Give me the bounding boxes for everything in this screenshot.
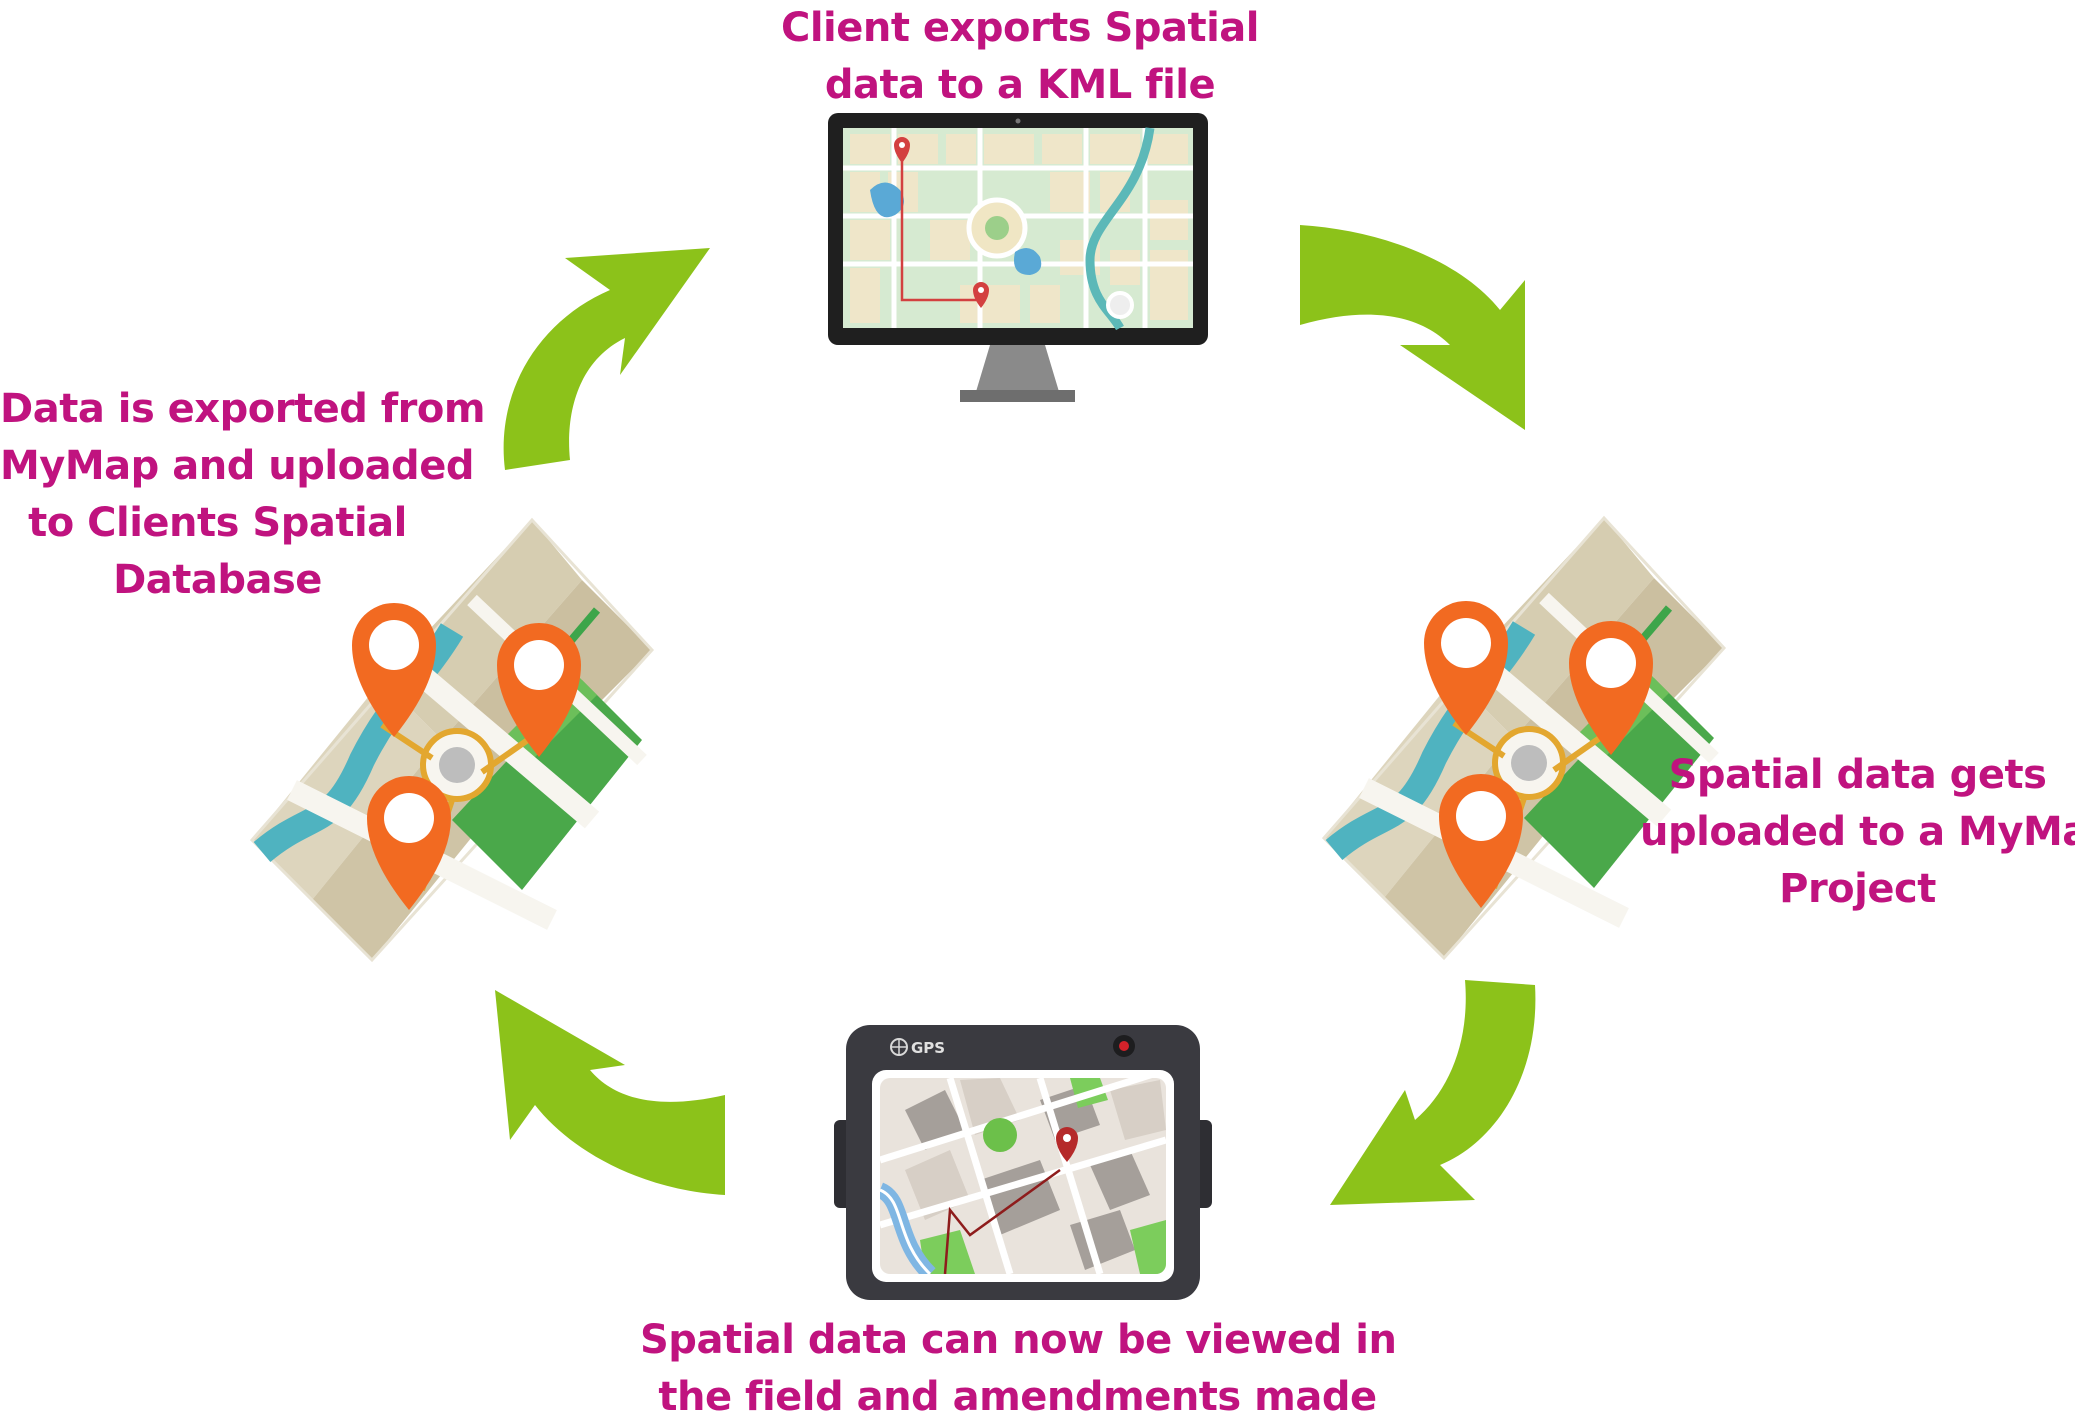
- step-label-top: Client exports Spatial data to a KML fil…: [765, 0, 1275, 114]
- step-label-line: Data is exported from: [0, 386, 486, 432]
- curved-arrow-icon: [1330, 980, 1536, 1205]
- step-label-left: Data is exported from MyMap and uploaded…: [0, 381, 486, 609]
- step-label-line: uploaded to a MyMap: [1640, 809, 2075, 855]
- step-label-line: data to a KML file: [824, 62, 1216, 108]
- step-label-right: Spatial data gets uploaded to a MyMap Pr…: [1640, 747, 2075, 918]
- step-label-line: Database: [113, 557, 322, 603]
- gps-label: GPS: [911, 1039, 945, 1057]
- step-label-line: to Clients Spatial: [28, 500, 407, 546]
- step-label-line: Project: [1779, 866, 1936, 912]
- desktop-monitor-icon: [828, 113, 1208, 402]
- step-label-line: MyMap and uploaded: [0, 443, 474, 489]
- step-label-line: Spatial data gets: [1668, 752, 2047, 798]
- curved-arrow-icon: [1300, 225, 1525, 430]
- step-label-bottom: Spatial data can now be viewed in the fi…: [640, 1312, 1397, 1426]
- step-label-line: the field and amendments made: [658, 1374, 1377, 1420]
- curved-arrow-icon: [495, 990, 725, 1195]
- step-label-line: Spatial data can now be viewed in: [640, 1317, 1397, 1363]
- gps-tablet-icon: GPS: [834, 1025, 1212, 1300]
- curved-arrow-icon: [503, 248, 710, 470]
- step-label-line: Client exports Spatial: [780, 5, 1260, 51]
